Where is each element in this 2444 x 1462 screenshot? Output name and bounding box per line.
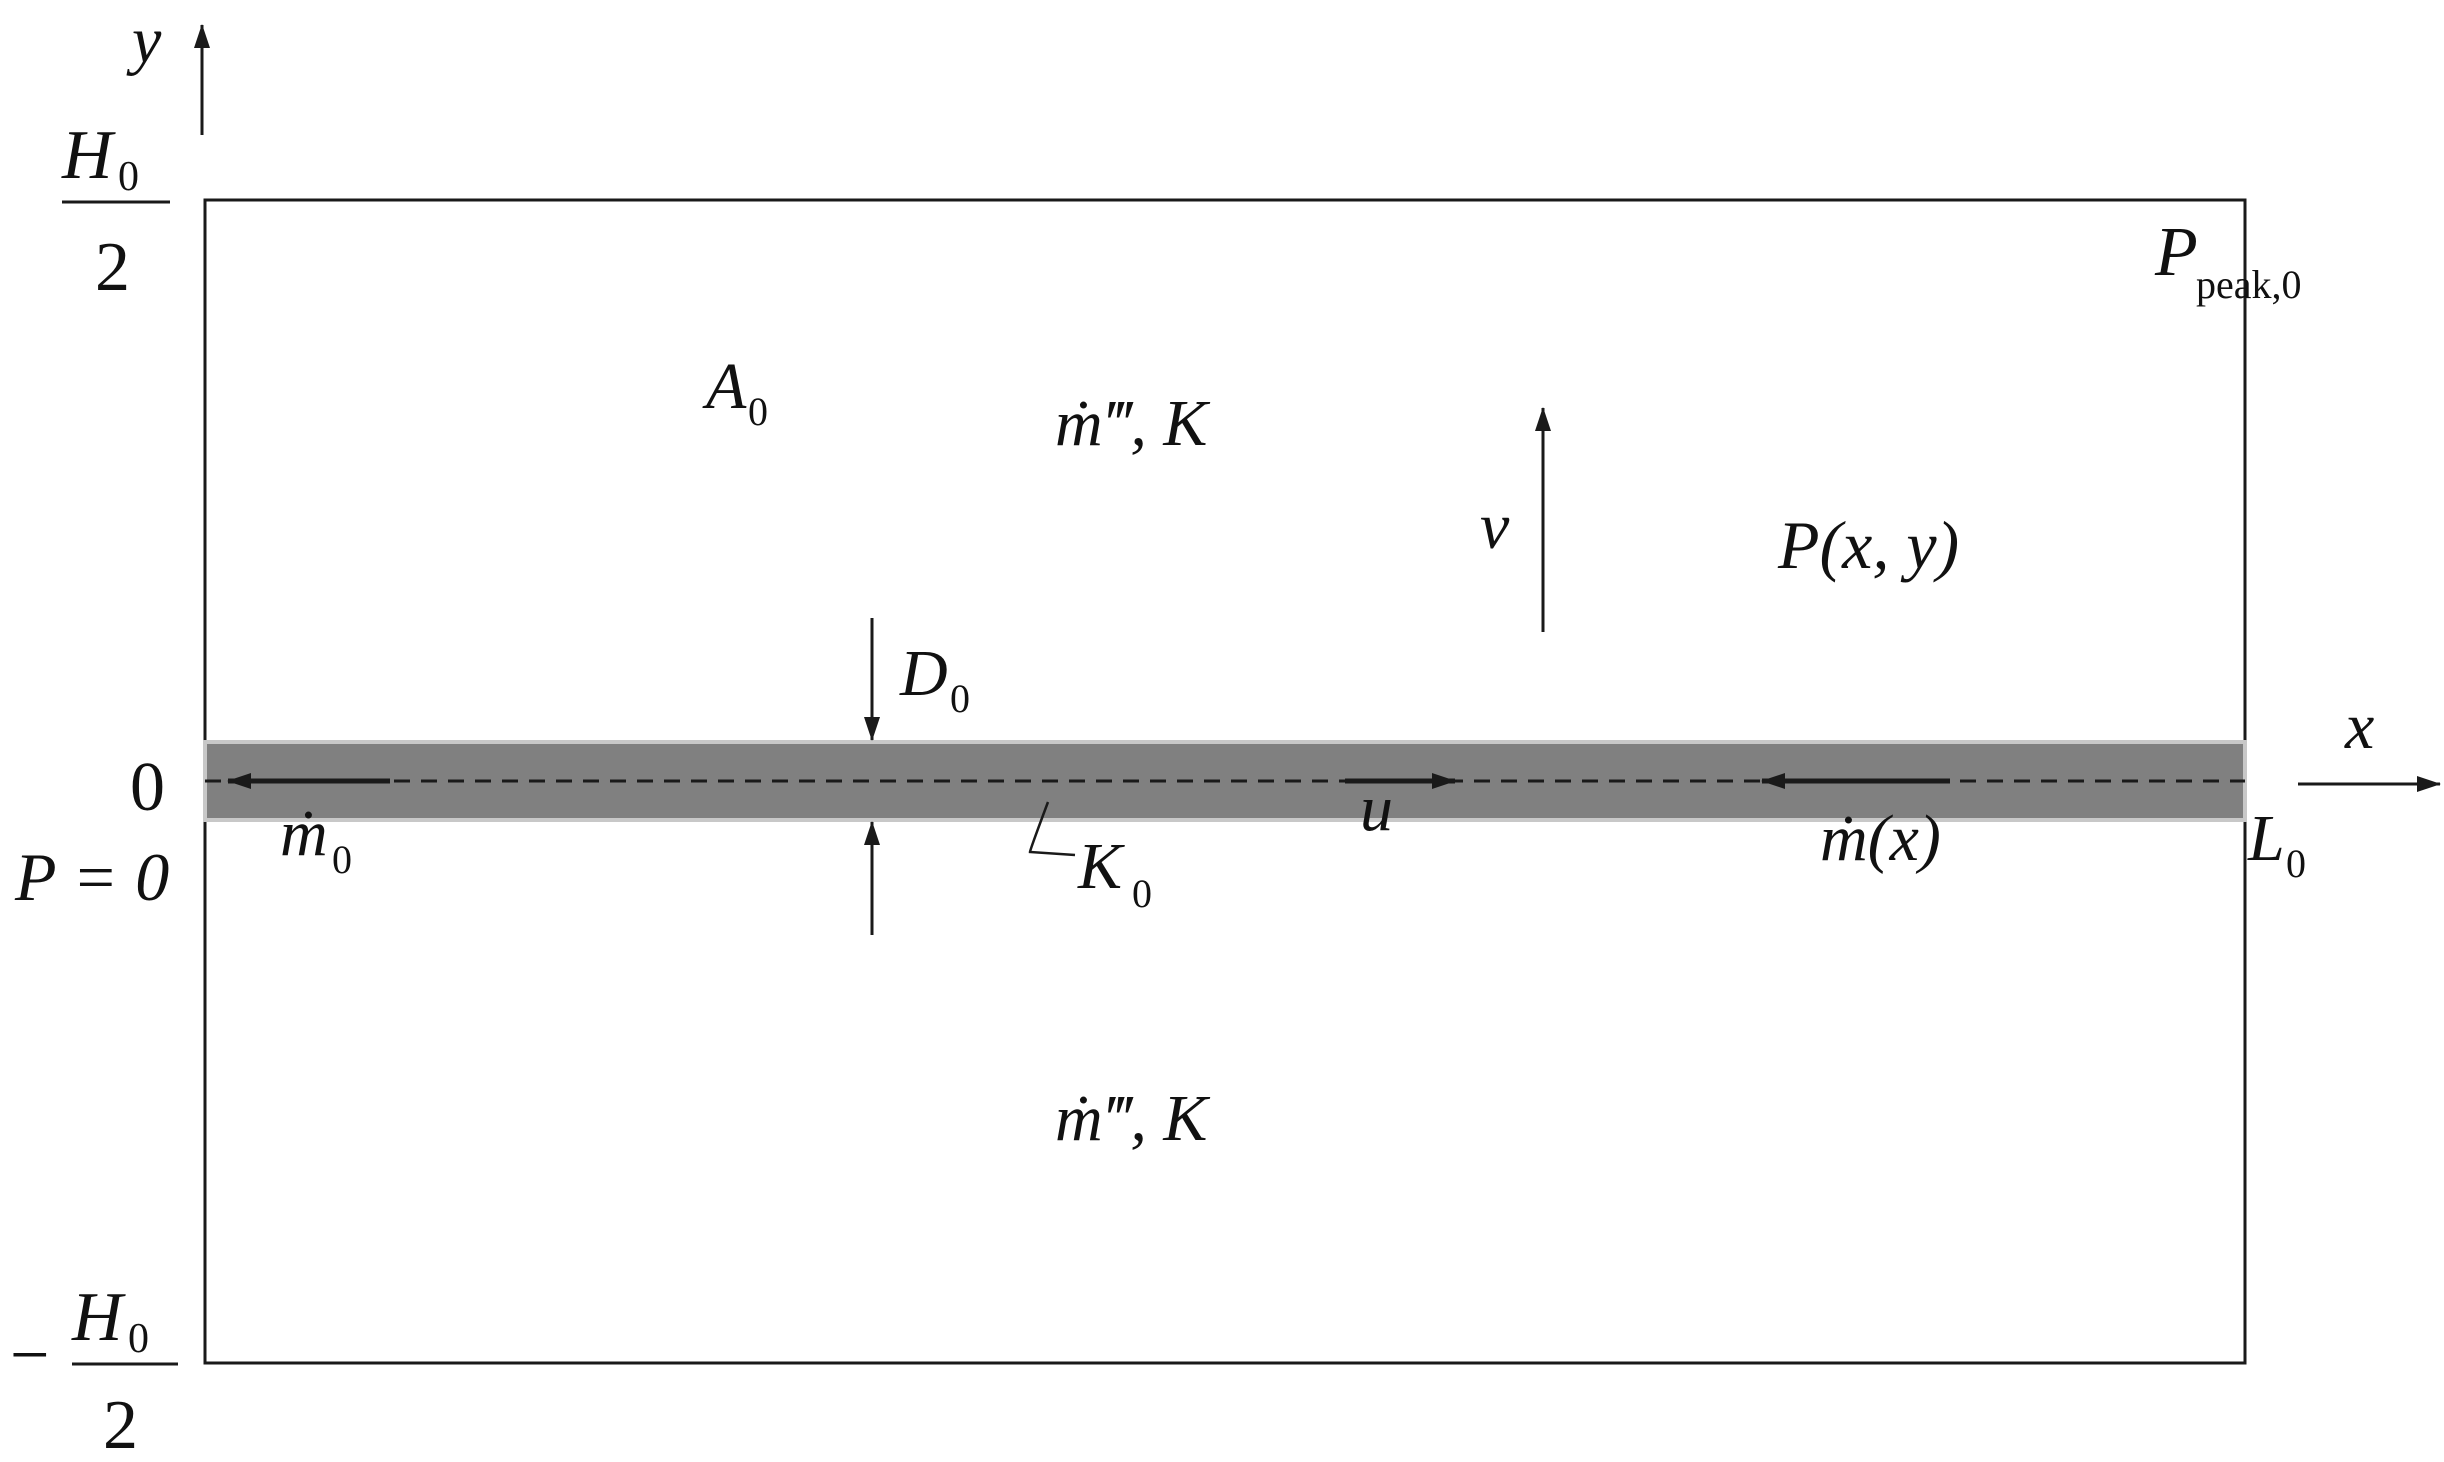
d0-label: D [899, 637, 948, 710]
y-zero-label: 0 [130, 749, 165, 826]
mdot-k-bottom-label: ṁ‴, K [1055, 1082, 1210, 1155]
mdot0-subscript: 0 [332, 837, 352, 882]
bottom-fraction-numerator-subscript: 0 [128, 1316, 149, 1362]
mdot0-label: ṁ [280, 797, 328, 870]
x-axis-label: x [2344, 690, 2374, 763]
a0-subscript: 0 [748, 389, 768, 434]
l0-label: L [2247, 802, 2285, 875]
l0-subscript: 0 [2286, 841, 2306, 886]
d0-subscript: 0 [950, 676, 970, 721]
a0-label: A [702, 350, 747, 423]
bottom-fraction-numerator: H [71, 1279, 126, 1356]
bottom-fraction-denominator: 2 [103, 1387, 138, 1462]
mdot-k-top-label: ṁ‴, K [1055, 387, 1210, 460]
p-peak-subscript: peak,0 [2196, 262, 2302, 307]
top-fraction-denominator: 2 [95, 229, 130, 306]
top-fraction-numerator: H [61, 117, 116, 194]
pxy-label: P(x, y) [1777, 507, 1959, 583]
mx-label: ṁ(x) [1820, 802, 1941, 875]
k0-subscript: 0 [1132, 871, 1152, 916]
top-fraction-numerator-subscript: 0 [118, 154, 139, 200]
p-peak-label: P [2154, 214, 2198, 291]
y-axis-label: y [126, 4, 162, 77]
bottom-minus-sign: − [10, 1317, 49, 1394]
u-label: u [1360, 772, 1393, 845]
k0-leader [1028, 801, 1076, 857]
k0-label: K [1077, 830, 1125, 903]
p-zero-label: P = 0 [14, 839, 169, 915]
v-label: v [1480, 490, 1510, 563]
